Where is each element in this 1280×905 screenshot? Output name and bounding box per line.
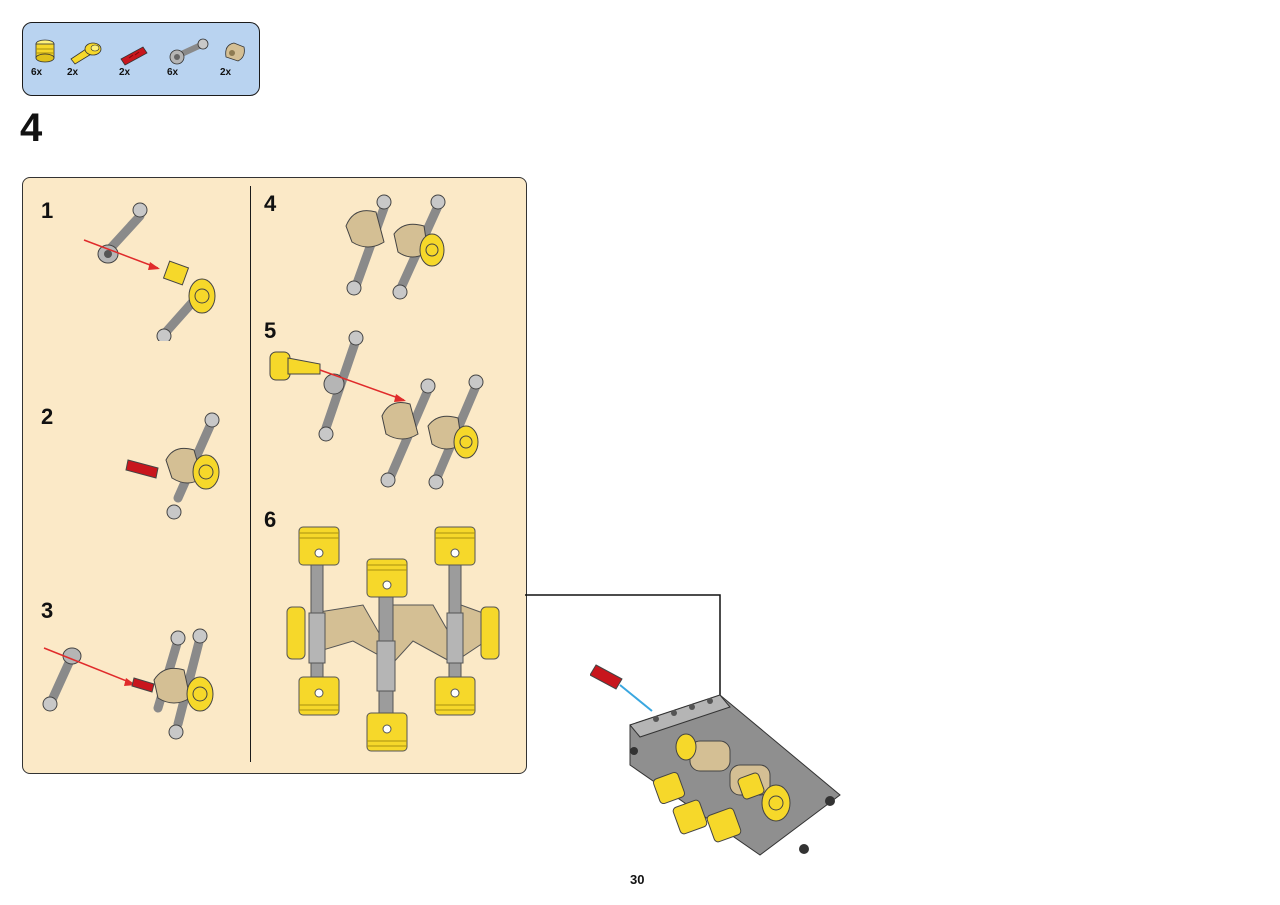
page-number: 30 — [630, 872, 645, 887]
tan-crank-icon — [225, 42, 245, 62]
substep-6-illustration — [286, 526, 500, 752]
substep-1-illustration — [83, 202, 216, 341]
parts-item-tan-crank: 2x — [220, 37, 260, 87]
substep-2-illustration — [125, 412, 220, 520]
parts-item-red-axle-pin: 2x — [119, 37, 159, 87]
substep-number-4: 4 — [264, 191, 277, 216]
substeps-panel: 1 2 3 4 5 6 — [22, 177, 527, 774]
substep-number-6: 6 — [264, 507, 277, 532]
parts-item-gray-piston-rod: 6x — [167, 37, 209, 87]
main-model-illustration — [590, 664, 841, 856]
substep-3-illustration — [42, 628, 214, 740]
substep-5-illustration — [269, 330, 484, 490]
parts-qty: 2x — [67, 67, 79, 78]
yellow-axle-pin-icon — [70, 42, 102, 65]
substep-number-3: 3 — [41, 598, 54, 623]
substep-number-5: 5 — [264, 318, 277, 343]
parts-qty: 2x — [119, 67, 131, 78]
substep-number-2: 2 — [41, 404, 54, 429]
yellow-piston-icon — [35, 39, 55, 63]
substep-4-illustration — [345, 194, 446, 300]
parts-item-yellow-piston: 6x — [31, 37, 71, 87]
step-number: 4 — [20, 106, 43, 150]
parts-item-yellow-axle-pin: 2x — [67, 37, 107, 87]
parts-qty: 6x — [31, 67, 43, 78]
parts-qty: 6x — [167, 67, 179, 78]
red-axle-pin-icon — [120, 46, 148, 66]
substep-number-1: 1 — [41, 198, 54, 223]
parts-qty: 2x — [220, 67, 232, 78]
panel-divider — [250, 186, 251, 762]
parts-list: 6x 2x 2x 6x 2x — [22, 22, 260, 96]
gray-piston-rod-icon — [169, 38, 209, 65]
